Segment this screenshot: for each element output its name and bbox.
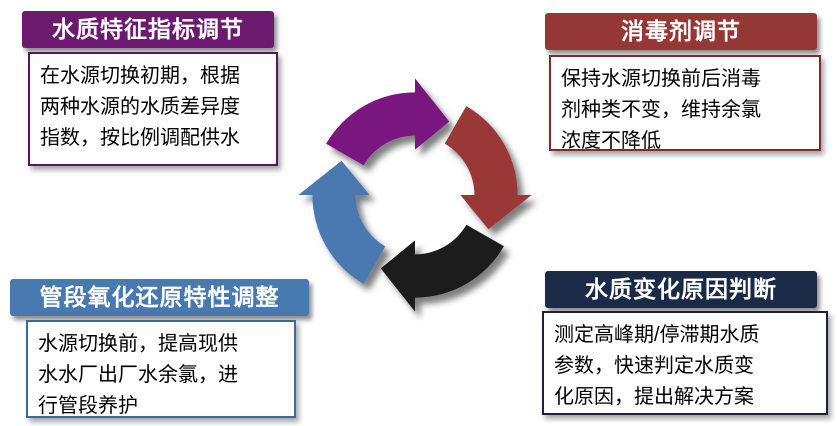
quadrant-body-water-quality-change-cause-judgment: 测定高峰期/停滞期水质 参数，快速判定水质变 化原因，提出解决方案 <box>542 311 828 415</box>
cycle-arrow-bottom <box>380 224 504 312</box>
quadrant-title-water-quality-index-adjustment: 水质特征指标调节 <box>22 11 274 48</box>
cycle-arrow-right <box>444 106 532 230</box>
quadrant-title-pipe-redox-characteristic-adjustment: 管段氧化还原特性调整 <box>10 279 309 316</box>
quadrant-title-water-quality-change-cause-judgment: 水质变化原因判断 <box>545 271 817 308</box>
quadrant-body-disinfectant-adjustment: 保持水源切换前后消毒 剂种类不变，维持余氯 浓度不降低 <box>549 55 821 152</box>
cycle-arrow-left <box>298 160 386 284</box>
cycle-diagram <box>298 78 532 312</box>
quadrant-body-pipe-redox-characteristic-adjustment: 水源切换前，提高现供 水水厂出厂水余氯，进 行管段养护 <box>26 320 296 418</box>
quadrant-body-water-quality-index-adjustment: 在水源切换初期，根据 两种水源的水质差异度 指数，按比例调配供水 <box>28 52 278 166</box>
cycle-arrow-top <box>326 78 450 166</box>
quadrant-title-disinfectant-adjustment: 消毒剂调节 <box>545 13 817 50</box>
